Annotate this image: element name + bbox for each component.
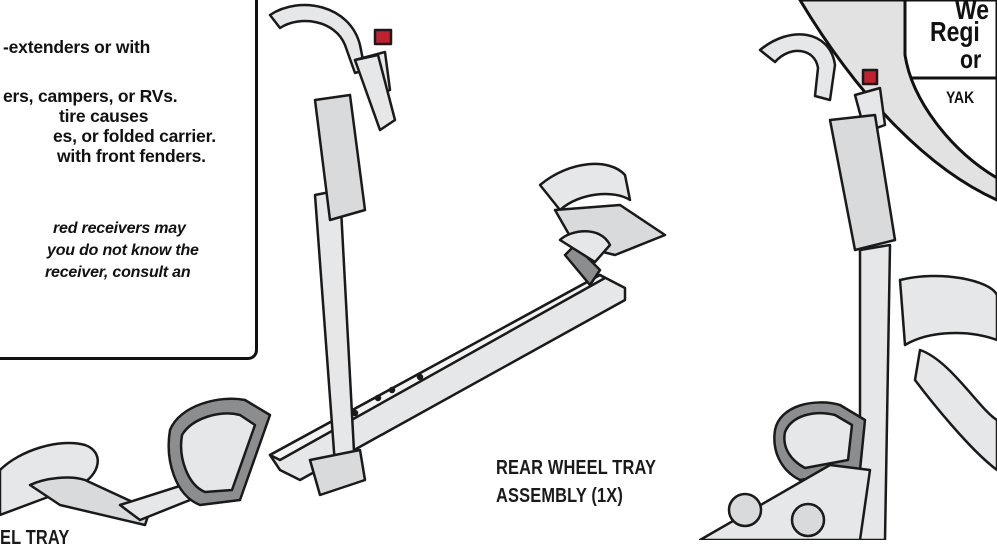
front-tray-label-fragment: EL TRAY [0,527,70,549]
badge-text-line3: or [960,44,982,74]
warning-note-line: receiver, consult an [45,264,191,281]
warning-line: tire causes [59,106,149,126]
right-lower-tray [698,401,872,540]
warning-box: -extenders or with ers, campers, or RVs.… [0,0,258,360]
right-rack-arm [758,33,997,540]
wheel-cradle [538,162,667,287]
left-rack-arm [268,3,397,497]
badge-text-line4: YAK [946,88,975,107]
warning-line: with front fenders. [57,146,206,166]
rack-base-bar [268,273,627,482]
warning-note-line: you do not know the [47,242,199,259]
badge-text-line1: We [955,0,990,25]
warning-line: ers, campers, or RVs. [3,86,178,106]
left-wheel-tray [167,397,272,507]
registration-badge [798,0,997,202]
rear-tray-label-line2: ASSEMBLY (1X) [496,485,623,507]
rear-tray-label-line1: REAR WHEEL TRAY [496,457,657,479]
badge-text-line2: Regi [930,16,980,47]
warning-line: -extenders or with [3,37,151,57]
warning-line: es, or folded carrier. [53,126,216,146]
warning-note-line: red receivers may [53,220,186,237]
